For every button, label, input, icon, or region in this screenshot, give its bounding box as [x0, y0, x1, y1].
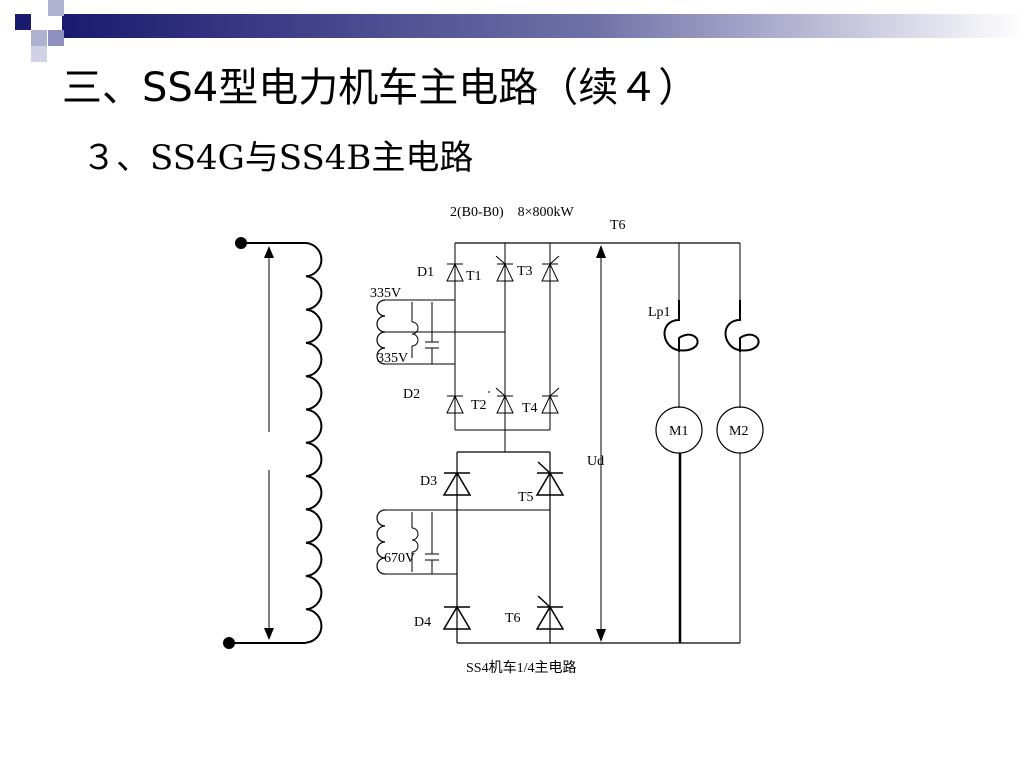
deco-square	[15, 14, 31, 30]
ud-arrowhead-down	[596, 629, 606, 642]
upper-frame	[454, 243, 551, 452]
diode-d4	[442, 605, 472, 630]
slide-subtitle: ３、SS4G与SS4B主电路	[82, 138, 474, 178]
thyristor-t4	[541, 387, 560, 414]
coil-1-leads	[385, 299, 505, 365]
diode-d1	[446, 262, 464, 282]
arrowhead-down	[264, 628, 274, 640]
reactor-lp2	[724, 300, 760, 352]
label-m2: M2	[729, 424, 748, 439]
diagram-header: 2(B0-B0) 8×800kW	[450, 205, 575, 220]
reactor-lp1	[663, 300, 699, 352]
dc-output	[596, 245, 606, 642]
header-bar	[62, 14, 1024, 38]
deco-square	[31, 30, 47, 46]
primary-winding	[305, 242, 323, 644]
deco-square	[48, 0, 64, 16]
label-t6-top: T6	[610, 218, 626, 233]
label-ud: Ud	[587, 454, 604, 469]
thyristor-t1	[495, 255, 514, 282]
arrowhead-up	[264, 246, 274, 258]
label-d2: D2	[403, 387, 420, 402]
coil-2-leads	[385, 509, 457, 575]
thyristor-t6	[535, 595, 565, 630]
coil-1-inner	[411, 302, 439, 364]
header-decoration	[15, 0, 1024, 62]
thyristor-t2	[488, 387, 514, 414]
label-t2: T2	[471, 398, 487, 413]
lower-frame	[456, 451, 740, 644]
diagram-caption: SS4机车1/4主电路	[466, 659, 576, 676]
transformer-primary	[223, 237, 323, 649]
diode-d3	[442, 471, 472, 496]
secondary-winding-1	[376, 299, 505, 365]
slide-title: 三、SS4型电力机车主电路（续４）	[62, 65, 699, 111]
bridge-lower	[442, 451, 740, 644]
label-m1: M1	[669, 424, 688, 439]
ud-arrowhead-up	[596, 245, 606, 258]
label-v1: 335V	[370, 286, 401, 301]
label-t4: T4	[522, 401, 538, 416]
label-lp1: Lp1	[648, 305, 671, 320]
secondary-winding-2	[376, 509, 457, 575]
label-t5: T5	[518, 490, 534, 505]
motor-branch-2	[716, 243, 764, 643]
coil-2-inner	[411, 512, 439, 574]
label-t1: T1	[466, 269, 482, 284]
deco-square	[31, 46, 47, 62]
diode-d2	[446, 394, 464, 414]
bridge-upper	[446, 242, 740, 452]
secondary-coil-2	[376, 509, 386, 575]
label-t6: T6	[505, 611, 521, 626]
label-d1: D1	[417, 265, 434, 280]
label-t3: T3	[517, 264, 533, 279]
motor-branch-1	[655, 243, 703, 643]
label-d4: D4	[414, 615, 431, 630]
thyristor-t3	[541, 255, 560, 282]
label-v2: 335V	[377, 351, 408, 366]
label-v3: 670V	[384, 551, 415, 566]
label-d3: D3	[420, 474, 437, 489]
deco-square	[48, 30, 64, 46]
thyristor-t5	[535, 461, 565, 496]
